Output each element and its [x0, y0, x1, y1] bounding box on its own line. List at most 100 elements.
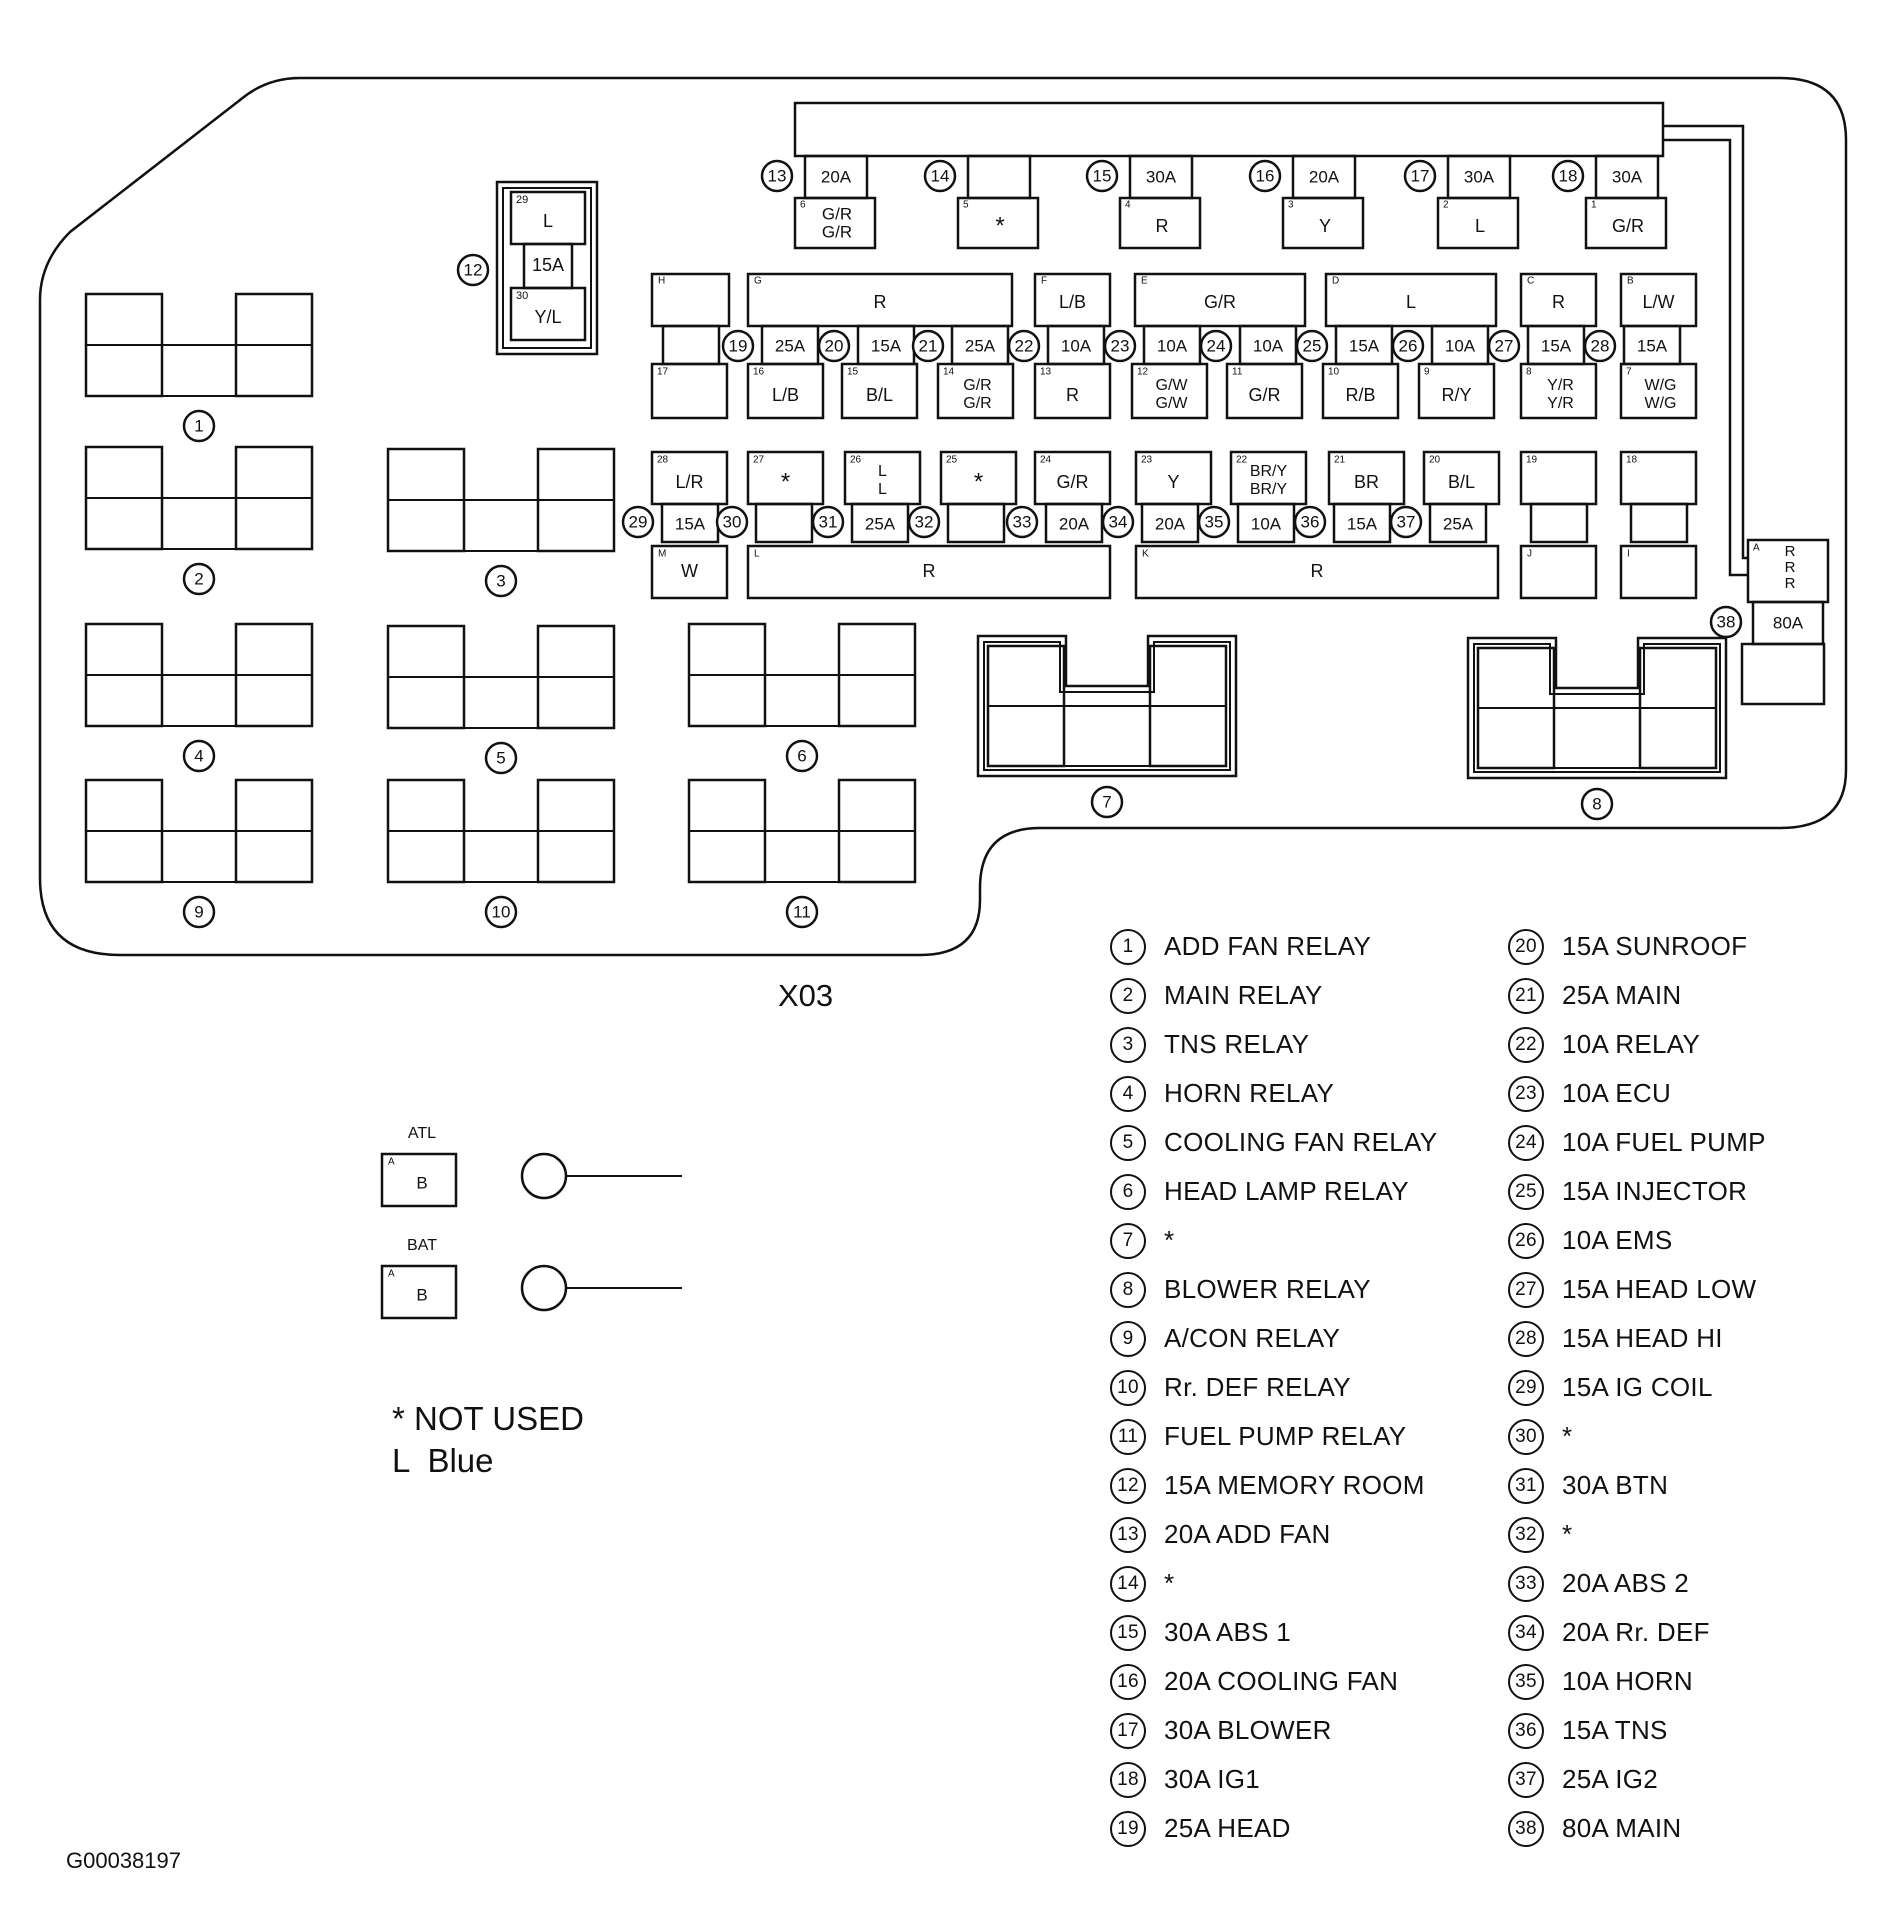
row2-fuse-body — [754, 502, 814, 544]
row2-fuse-number — [811, 505, 845, 539]
top-fuse-pin: 2 — [1443, 200, 1449, 211]
legend-number: 38 — [1508, 1810, 1544, 1847]
relay-number-label: 9 — [194, 902, 203, 921]
row2-upper-pin: 18 — [1626, 455, 1638, 466]
row2-upper-color: B/L — [1448, 472, 1475, 492]
relay-number — [484, 895, 518, 929]
top-fuse-connector — [793, 196, 877, 250]
row1-fuse-number-label: 25 — [1303, 336, 1322, 355]
legend-number: 22 — [1508, 1026, 1544, 1063]
legend-number: 9 — [1110, 1320, 1146, 1357]
row2-upper-pin: 21 — [1334, 455, 1346, 466]
main-fuse-pin: A — [1753, 543, 1760, 554]
relay-number-label: 11 — [793, 902, 811, 921]
legend-item-32: 32* — [1508, 1510, 1766, 1559]
legend-number: 34 — [1508, 1614, 1544, 1651]
top-fuse-pin: 5 — [963, 200, 969, 211]
row1-upper-pin: B — [1627, 276, 1634, 287]
row1-lower-connector — [1033, 362, 1112, 420]
row2-fuse-number — [1197, 505, 1231, 539]
top-fuse-amp: 30A — [1464, 167, 1495, 186]
row2-fuse-amp: 15A — [675, 514, 706, 533]
top-fuse-number-label: 16 — [1256, 166, 1275, 185]
row1-fuse-body — [661, 324, 721, 366]
row2-fuse-body — [946, 502, 1006, 544]
row1-upper-connector — [1324, 272, 1498, 328]
row2-lower-color: R — [923, 561, 936, 581]
row1-lower-pin: 9 — [1424, 367, 1430, 378]
legend-number: 10 — [1110, 1369, 1146, 1406]
legend-number: 12 — [1110, 1467, 1146, 1504]
row1-lower-color: G/R — [963, 377, 991, 394]
legend-number: 6 — [1110, 1173, 1146, 1210]
legend-text: * — [1562, 1421, 1573, 1451]
terminal-color: B — [416, 1173, 427, 1192]
row1-fuse-number-label: 23 — [1111, 336, 1130, 355]
relay-frame — [976, 634, 1238, 778]
legend-text: 25A HEAD — [1164, 1813, 1291, 1843]
legend-number: 28 — [1508, 1320, 1544, 1357]
row2-fuse-number-label: 29 — [629, 512, 648, 531]
row2-fuse-amp: 25A — [1443, 514, 1474, 533]
top-fuse-color: G/R — [1612, 216, 1644, 236]
legend-text: ADD FAN RELAY — [1164, 931, 1372, 961]
main-fuse-color: R — [1785, 543, 1796, 560]
row1-upper-pin: E — [1141, 276, 1148, 287]
legend-number: 15 — [1110, 1614, 1146, 1651]
top-fuse-pin: 4 — [1125, 200, 1131, 211]
main-fuse-number-label: 38 — [1717, 612, 1736, 631]
row1-fuse-number — [1487, 329, 1521, 363]
row1-lower-pin: 15 — [847, 367, 859, 378]
relay-number-label: 5 — [496, 748, 505, 767]
top-fuse-pin: 1 — [1591, 200, 1597, 211]
row1-fuse-amp: 15A — [1637, 336, 1668, 355]
row1-fuse-number-label: 28 — [1591, 336, 1610, 355]
legend-number: 31 — [1508, 1467, 1544, 1504]
legend-text: 10A ECU — [1562, 1078, 1672, 1108]
top-fuse-amp: 30A — [1146, 167, 1177, 186]
top-fuse-pin: 3 — [1288, 200, 1294, 211]
memory-fuse-bottom-pin: 30 — [516, 290, 528, 302]
legend-number: 17 — [1110, 1712, 1146, 1749]
top-fuse-color: R — [1156, 216, 1169, 236]
legend-number: 16 — [1110, 1663, 1146, 1700]
memory-fuse-top-color: L — [543, 211, 553, 231]
legend-number: 21 — [1508, 977, 1544, 1014]
terminal-ring — [520, 1152, 568, 1200]
row2-upper-color: BR — [1354, 472, 1379, 492]
row2-fuse-amp: 10A — [1251, 514, 1282, 533]
row2-fuse-number — [1293, 505, 1327, 539]
row2-fuse-number-label: 36 — [1301, 512, 1320, 531]
terminal-pin: A — [388, 1269, 395, 1280]
relay-number — [182, 895, 216, 929]
legend-text: * — [1562, 1519, 1573, 1549]
relay-number — [182, 409, 216, 443]
row1-fuse-number-label: 20 — [825, 336, 844, 355]
legend-number: 14 — [1110, 1565, 1146, 1602]
row2-upper-color: G/R — [1056, 472, 1088, 492]
row1-fuse-amp: 10A — [1253, 336, 1284, 355]
relay-number — [182, 562, 216, 596]
row1-upper-pin: C — [1527, 276, 1534, 287]
legend-number: 19 — [1110, 1810, 1146, 1847]
row2-lower-connector — [1134, 544, 1500, 600]
legend-text: 20A Rr. DEF — [1562, 1617, 1710, 1647]
row1-upper-color: R — [1552, 292, 1565, 312]
top-busbar — [793, 101, 1665, 158]
row1-lower-pin: 12 — [1137, 367, 1149, 378]
row1-fuse-number-label: 27 — [1495, 336, 1514, 355]
row1-lower-connector — [1225, 362, 1304, 420]
legend-text: A/CON RELAY — [1164, 1323, 1341, 1353]
legend-number: 37 — [1508, 1761, 1544, 1798]
memory-fuse-top-pin: 29 — [516, 194, 528, 206]
